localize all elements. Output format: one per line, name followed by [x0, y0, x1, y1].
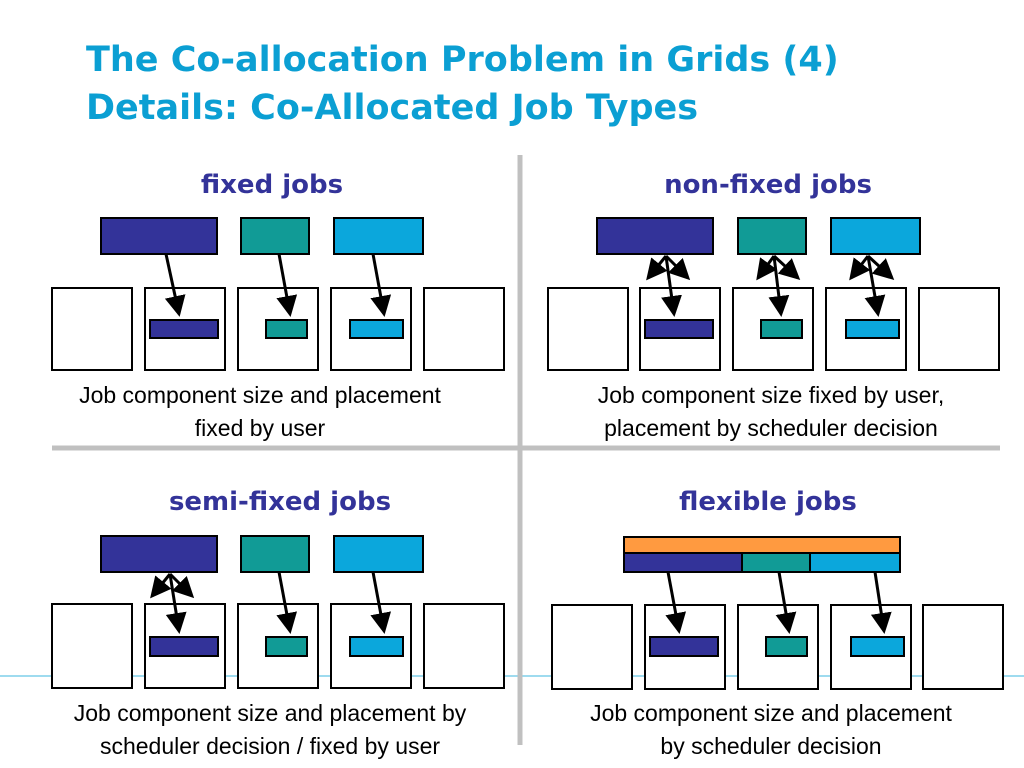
- placement-arrow: [664, 254, 691, 281]
- job-component-large: [100, 535, 218, 573]
- quadrant-flexible-graphic: [551, 536, 1004, 690]
- job-component-small: [333, 535, 424, 573]
- placement-arrow: [646, 255, 668, 281]
- placement-arrow: [775, 571, 797, 634]
- quadrant-non-fixed-graphic: [547, 217, 1000, 371]
- slide-title: The Co-allocation Problem in Grids (4) D…: [86, 36, 839, 132]
- heading-non-fixed-jobs: non-fixed jobs: [664, 170, 872, 200]
- placement-arrow: [756, 255, 778, 281]
- placed-component-medium: [765, 636, 808, 657]
- placed-component-medium: [760, 319, 803, 339]
- cluster-box: [423, 287, 505, 371]
- job-split-medium: [741, 552, 811, 573]
- placement-arrow: [276, 571, 298, 634]
- placement-arrow: [768, 255, 790, 317]
- quadrant-fixed-graphic: [51, 217, 505, 371]
- placement-arrow: [665, 571, 687, 634]
- placed-component-large: [149, 319, 219, 339]
- job-component-large: [596, 217, 714, 255]
- placed-component-small: [349, 636, 404, 657]
- heading-fixed-jobs: fixed jobs: [200, 170, 344, 200]
- placed-component-large: [644, 319, 714, 339]
- cluster-box: [547, 287, 629, 371]
- caption-line: Job component size and placement by: [73, 700, 467, 726]
- placement-arrow: [864, 255, 886, 317]
- placement-arrow: [150, 573, 172, 599]
- caption-line: by scheduler decision: [660, 733, 882, 759]
- caption-line: placement by scheduler decision: [604, 415, 938, 441]
- cluster-box: [51, 603, 133, 689]
- cluster-box: [922, 604, 1004, 690]
- slide-title-line-1: The Co-allocation Problem in Grids (4): [86, 40, 839, 80]
- job-split-small: [809, 552, 901, 573]
- job-split-large: [623, 552, 743, 573]
- placement-arrow: [370, 253, 392, 317]
- placed-component-small: [850, 636, 905, 657]
- placed-component-small: [349, 319, 404, 339]
- heading-semi-fixed-jobs: semi-fixed jobs: [168, 487, 392, 517]
- job-component-large: [100, 217, 218, 255]
- cluster-box: [423, 603, 505, 689]
- slide-title-line-2: Details: Co-Allocated Job Types: [86, 88, 699, 128]
- placement-arrow: [165, 573, 187, 634]
- cluster-row: [551, 604, 1004, 690]
- placement-arrow: [661, 255, 682, 317]
- caption-line: Job component size and placement: [590, 700, 952, 726]
- cluster-box: [918, 287, 1000, 371]
- placement-arrow: [849, 255, 871, 281]
- cluster-box: [551, 604, 633, 690]
- job-component-medium: [737, 217, 807, 255]
- placement-arrow: [866, 254, 895, 281]
- caption-flexible-jobs: Job component size and placement by sche…: [533, 697, 1009, 763]
- placement-arrow: [168, 572, 195, 599]
- caption-line: Job component size fixed by user,: [597, 382, 945, 408]
- caption-line: scheduler decision / fixed by user: [99, 733, 441, 759]
- caption-semi-fixed-jobs: Job component size and placement by sche…: [20, 697, 520, 763]
- caption-line: Job component size and placement: [79, 382, 441, 408]
- placement-arrow: [370, 571, 392, 634]
- placed-component-medium: [265, 636, 308, 657]
- job-bar: [623, 536, 901, 554]
- placed-component-large: [149, 636, 219, 657]
- heading-flexible-jobs: flexible jobs: [679, 487, 857, 517]
- placed-component-small: [845, 319, 900, 339]
- placement-arrow: [772, 254, 801, 281]
- quadrant-semi-fixed-graphic: [51, 535, 505, 689]
- caption-fixed-jobs: Job component size and placement fixed b…: [20, 379, 500, 445]
- placed-component-medium: [265, 319, 308, 339]
- placement-arrow: [870, 571, 892, 634]
- caption-line: fixed by user: [194, 415, 326, 441]
- job-component-small: [333, 217, 424, 255]
- placement-arrow: [164, 253, 186, 317]
- placed-component-large: [649, 636, 719, 657]
- cluster-box: [51, 287, 133, 371]
- job-component-medium: [240, 535, 310, 573]
- job-component-small: [830, 217, 921, 255]
- caption-non-fixed-jobs: Job component size fixed by user, placem…: [533, 379, 1009, 445]
- placement-arrow: [276, 253, 298, 317]
- job-component-medium: [240, 217, 310, 255]
